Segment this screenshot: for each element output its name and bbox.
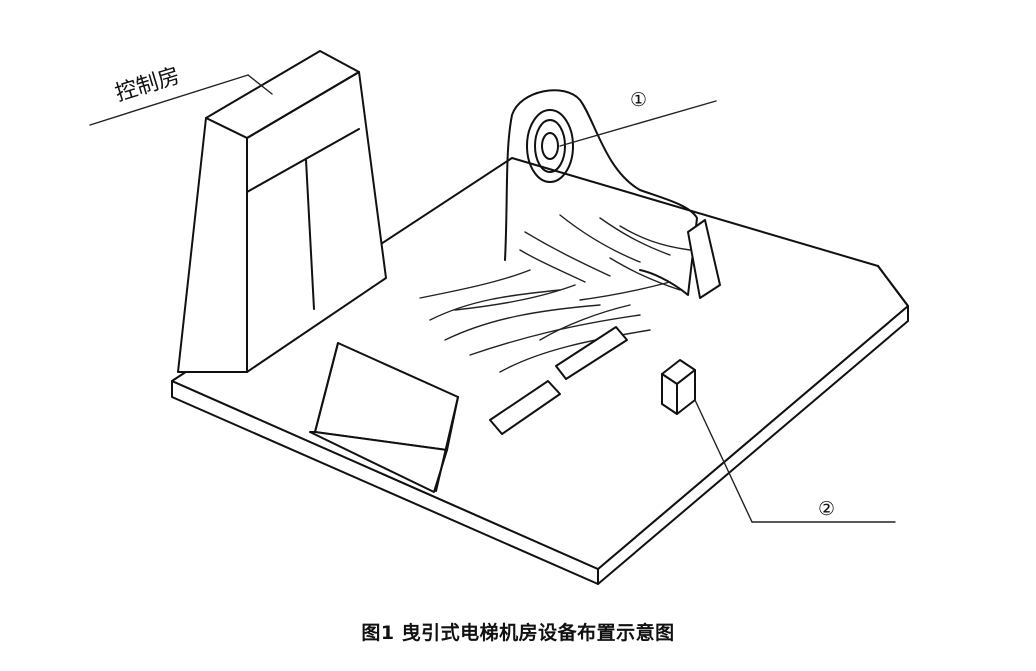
control-room-label: 控制房 — [112, 64, 182, 107]
callout-2-label: ② — [818, 498, 835, 520]
callout-1-label: ① — [630, 89, 647, 111]
figure-caption: 图1 曳引式电梯机房设备布置示意图 — [0, 618, 1036, 645]
callout-1: ① — [560, 89, 716, 146]
